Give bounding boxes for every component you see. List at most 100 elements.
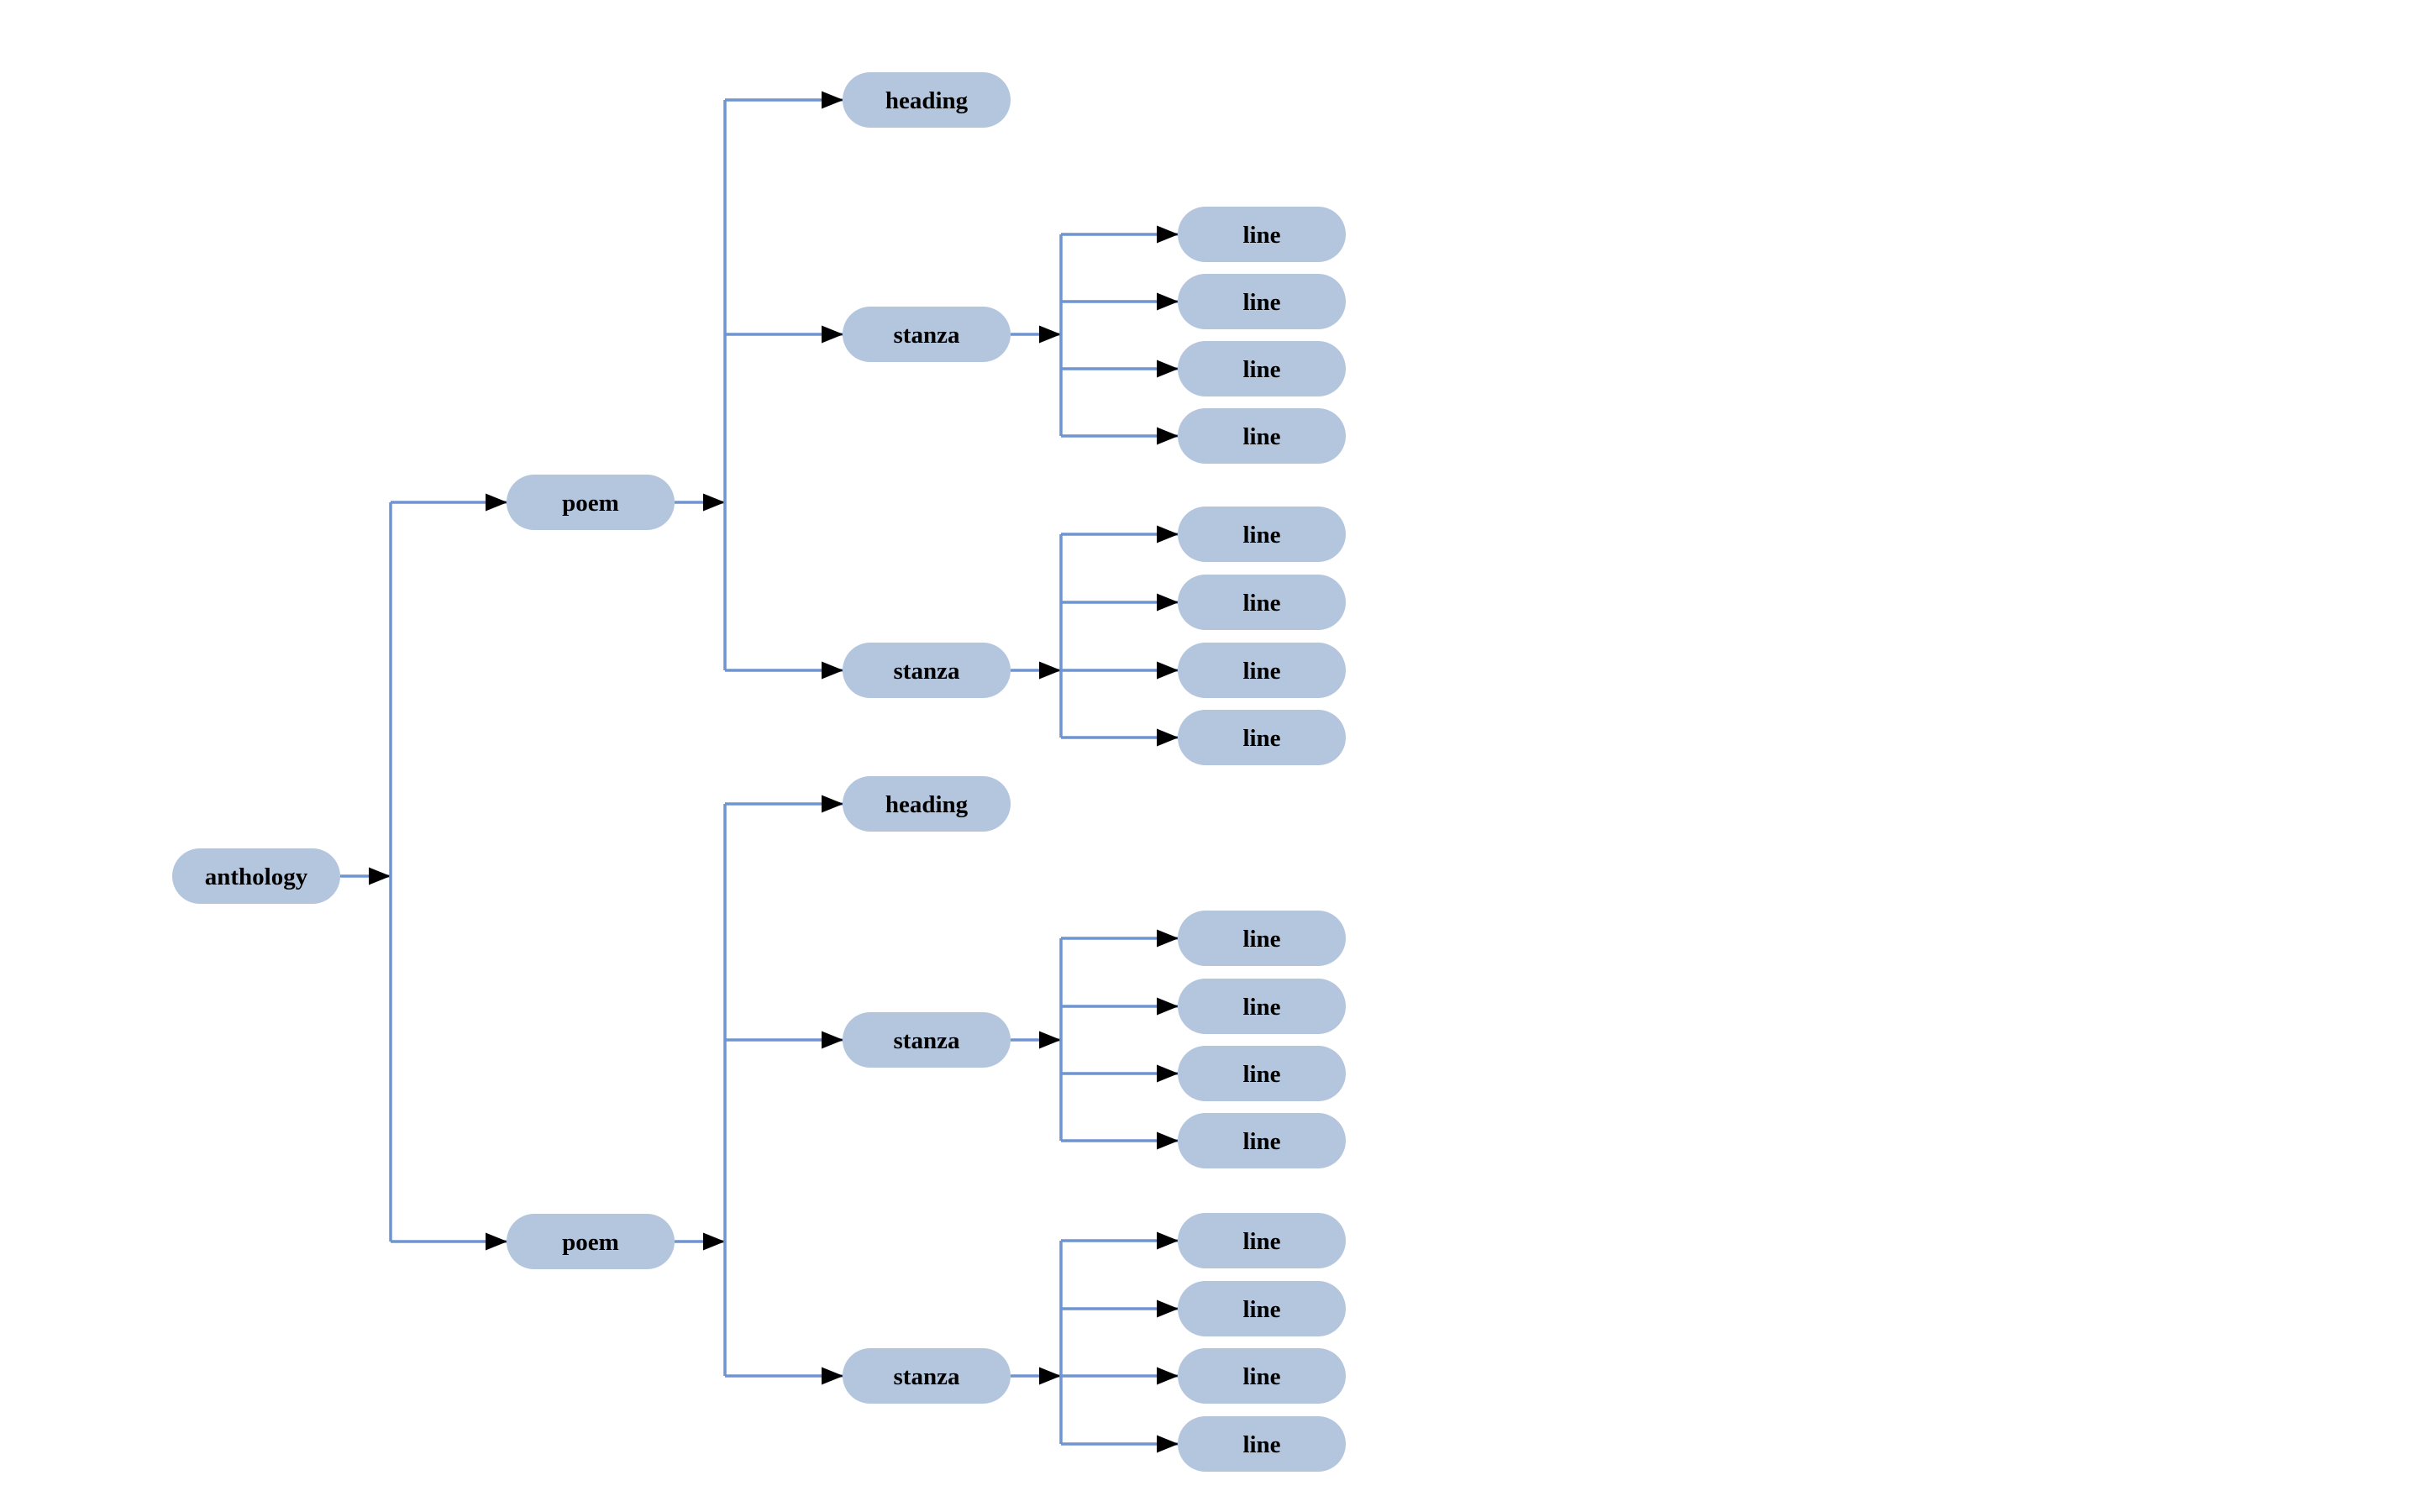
arrowhead-icon xyxy=(822,91,843,109)
arrowhead-icon xyxy=(822,1031,843,1049)
node-line: line xyxy=(1178,341,1346,396)
node-label-line: line xyxy=(1242,222,1280,249)
arrowhead-icon xyxy=(1157,427,1179,445)
arrowhead-icon xyxy=(1157,525,1179,543)
arrowhead-icon xyxy=(1039,1031,1061,1049)
arrowhead-icon xyxy=(1157,1435,1179,1453)
node-pill-line xyxy=(1178,1281,1346,1336)
node-pill-poem xyxy=(507,475,675,530)
node-line: line xyxy=(1178,1113,1346,1168)
node-pill-line xyxy=(1178,643,1346,698)
node-label-line: line xyxy=(1242,658,1280,685)
node-pill-stanza xyxy=(843,1012,1011,1068)
node-pill-line xyxy=(1178,1416,1346,1472)
arrowhead-icon xyxy=(1157,593,1179,612)
node-label-stanza: stanza xyxy=(894,658,960,685)
node-line: line xyxy=(1178,274,1346,329)
node-heading: heading xyxy=(843,72,1011,128)
arrowhead-icon xyxy=(1157,225,1179,244)
node-pill-line xyxy=(1178,274,1346,329)
node-label-anthology: anthology xyxy=(205,864,308,890)
node-label-line: line xyxy=(1242,1128,1280,1155)
node-line: line xyxy=(1178,1213,1346,1268)
node-pill-line xyxy=(1178,1348,1346,1404)
node-pill-heading xyxy=(843,776,1011,832)
node-stanza: stanza xyxy=(843,307,1011,362)
node-pill-line xyxy=(1178,911,1346,966)
arrowhead-icon xyxy=(1157,661,1179,680)
node-label-poem: poem xyxy=(562,1229,619,1256)
node-label-stanza: stanza xyxy=(894,1027,960,1054)
arrowhead-icon xyxy=(369,867,391,885)
node-label-line: line xyxy=(1242,289,1280,316)
node-heading: heading xyxy=(843,776,1011,832)
node-label-stanza: stanza xyxy=(894,322,960,349)
node-pill-line xyxy=(1178,507,1346,562)
node-line: line xyxy=(1178,979,1346,1034)
node-pill-line xyxy=(1178,1046,1346,1101)
arrowhead-icon xyxy=(1157,360,1179,378)
node-label-line: line xyxy=(1242,423,1280,450)
node-line: line xyxy=(1178,1416,1346,1472)
node-pill-anthology xyxy=(172,848,340,904)
node-label-line: line xyxy=(1242,994,1280,1021)
node-label-line: line xyxy=(1242,1363,1280,1390)
arrowhead-icon xyxy=(1039,661,1061,680)
node-label-line: line xyxy=(1242,1431,1280,1458)
arrowhead-icon xyxy=(703,1232,725,1251)
node-label-poem: poem xyxy=(562,490,619,517)
node-stanza: stanza xyxy=(843,1012,1011,1068)
arrowhead-icon xyxy=(486,1232,507,1251)
node-label-line: line xyxy=(1242,590,1280,617)
node-label-line: line xyxy=(1242,926,1280,953)
arrowhead-icon xyxy=(1157,728,1179,747)
node-pill-line xyxy=(1178,341,1346,396)
node-pill-poem xyxy=(507,1214,675,1269)
node-pill-stanza xyxy=(843,307,1011,362)
node-label-heading: heading xyxy=(885,791,969,818)
arrowhead-icon xyxy=(822,1367,843,1385)
arrowhead-icon xyxy=(1157,1367,1179,1385)
arrowhead-icon xyxy=(1157,1231,1179,1250)
node-line: line xyxy=(1178,1046,1346,1101)
arrowhead-icon xyxy=(1157,929,1179,948)
node-poem: poem xyxy=(507,475,675,530)
node-label-heading: heading xyxy=(885,87,969,114)
node-pill-heading xyxy=(843,72,1011,128)
node-label-line: line xyxy=(1242,725,1280,752)
arrowhead-icon xyxy=(1039,1367,1061,1385)
node-pill-stanza xyxy=(843,1348,1011,1404)
node-line: line xyxy=(1178,1348,1346,1404)
node-pill-line xyxy=(1178,207,1346,262)
node-pill-line xyxy=(1178,408,1346,464)
arrowhead-icon xyxy=(1157,997,1179,1016)
node-line: line xyxy=(1178,408,1346,464)
node-line: line xyxy=(1178,643,1346,698)
arrowhead-icon xyxy=(1157,1131,1179,1150)
node-line: line xyxy=(1178,911,1346,966)
node-label-line: line xyxy=(1242,356,1280,383)
arrowhead-icon xyxy=(822,325,843,344)
node-line: line xyxy=(1178,710,1346,765)
node-pill-line xyxy=(1178,710,1346,765)
node-line: line xyxy=(1178,507,1346,562)
arrowhead-icon xyxy=(1157,1299,1179,1318)
arrowhead-icon xyxy=(822,661,843,680)
node-line: line xyxy=(1178,207,1346,262)
arrowhead-icon xyxy=(486,493,507,512)
node-pill-stanza xyxy=(843,643,1011,698)
node-label-line: line xyxy=(1242,1296,1280,1323)
arrowhead-icon xyxy=(703,493,725,512)
node-pill-line xyxy=(1178,575,1346,630)
node-label-line: line xyxy=(1242,1061,1280,1088)
node-label-line: line xyxy=(1242,1228,1280,1255)
node-stanza: stanza xyxy=(843,643,1011,698)
node-stanza: stanza xyxy=(843,1348,1011,1404)
node-line: line xyxy=(1178,1281,1346,1336)
arrowhead-icon xyxy=(1157,1064,1179,1083)
node-label-stanza: stanza xyxy=(894,1363,960,1390)
node-label-line: line xyxy=(1242,522,1280,549)
node-pill-line xyxy=(1178,979,1346,1034)
